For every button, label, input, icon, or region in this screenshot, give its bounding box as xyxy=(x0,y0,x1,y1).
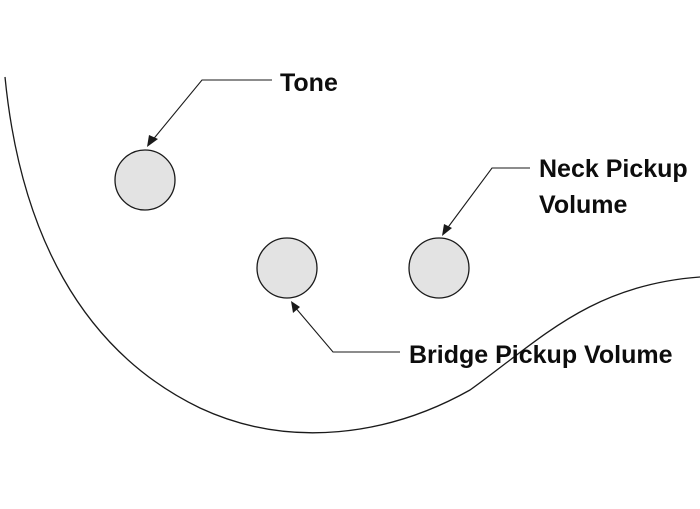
bridge-pickup-volume-knob xyxy=(256,237,318,299)
bridge-pickup-volume-label: Bridge Pickup Volume xyxy=(409,341,673,369)
guitar-body-outline xyxy=(4,76,700,434)
tone-label: Tone xyxy=(280,69,338,97)
neck-pickup-volume-label-line2: Volume xyxy=(539,191,628,219)
bridge-pickup-volume-arrowhead xyxy=(291,301,300,313)
neck-pickup-volume-leader-line xyxy=(445,167,530,231)
tone-leader-line xyxy=(150,79,272,143)
tone-knob xyxy=(114,149,176,211)
neck-pickup-volume-knob xyxy=(408,237,470,299)
tone-arrowhead xyxy=(147,135,158,147)
bridge-pickup-volume-leader-line xyxy=(293,305,400,353)
neck-pickup-volume-label-line1: Neck Pickup xyxy=(539,155,688,183)
neck-pickup-volume-arrowhead xyxy=(442,224,452,236)
